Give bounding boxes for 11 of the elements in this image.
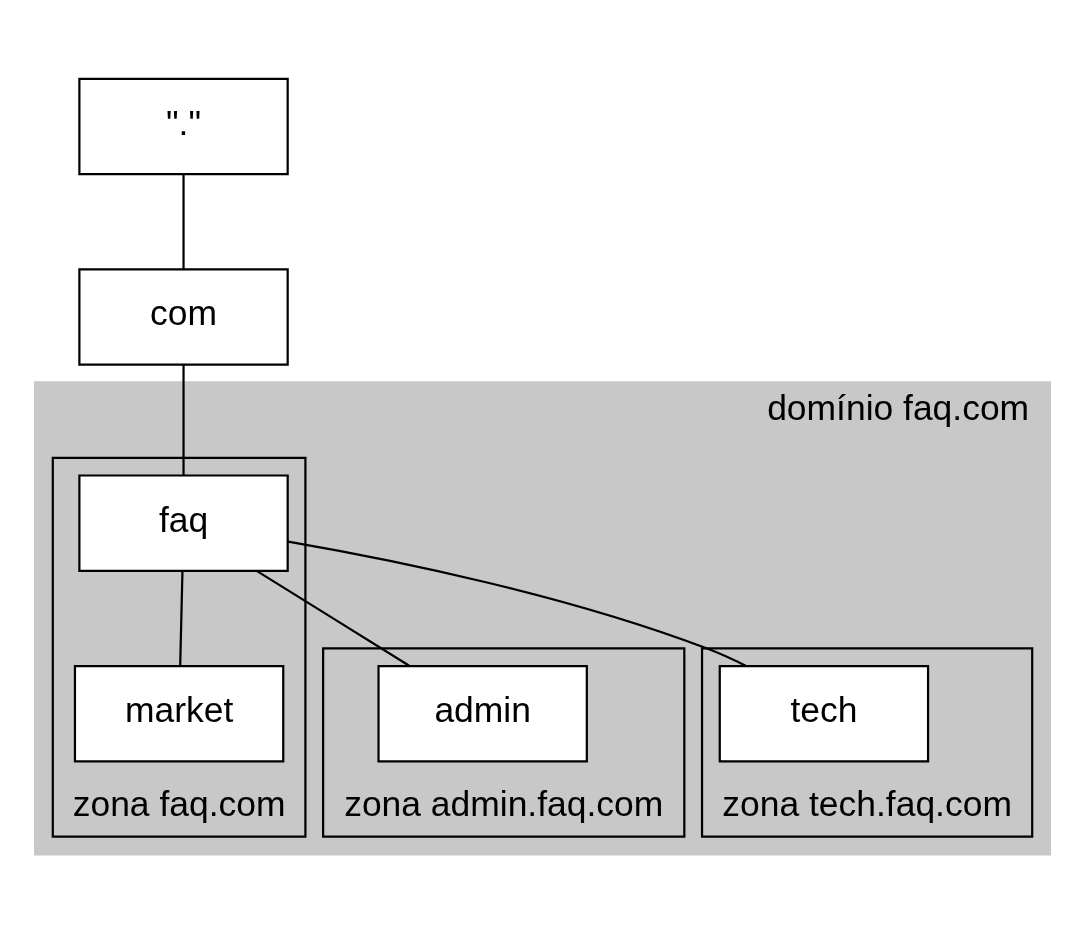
node-box: "." [78,77,289,176]
connector [179,571,184,667]
node-box: com [78,268,289,366]
connector [182,365,185,476]
connector [287,540,747,667]
node-box: admin [377,664,588,763]
connector [182,174,185,270]
node-box: market [73,664,285,763]
node-box: faq [78,474,289,572]
connector [256,569,410,667]
node-box: tech [718,664,930,763]
